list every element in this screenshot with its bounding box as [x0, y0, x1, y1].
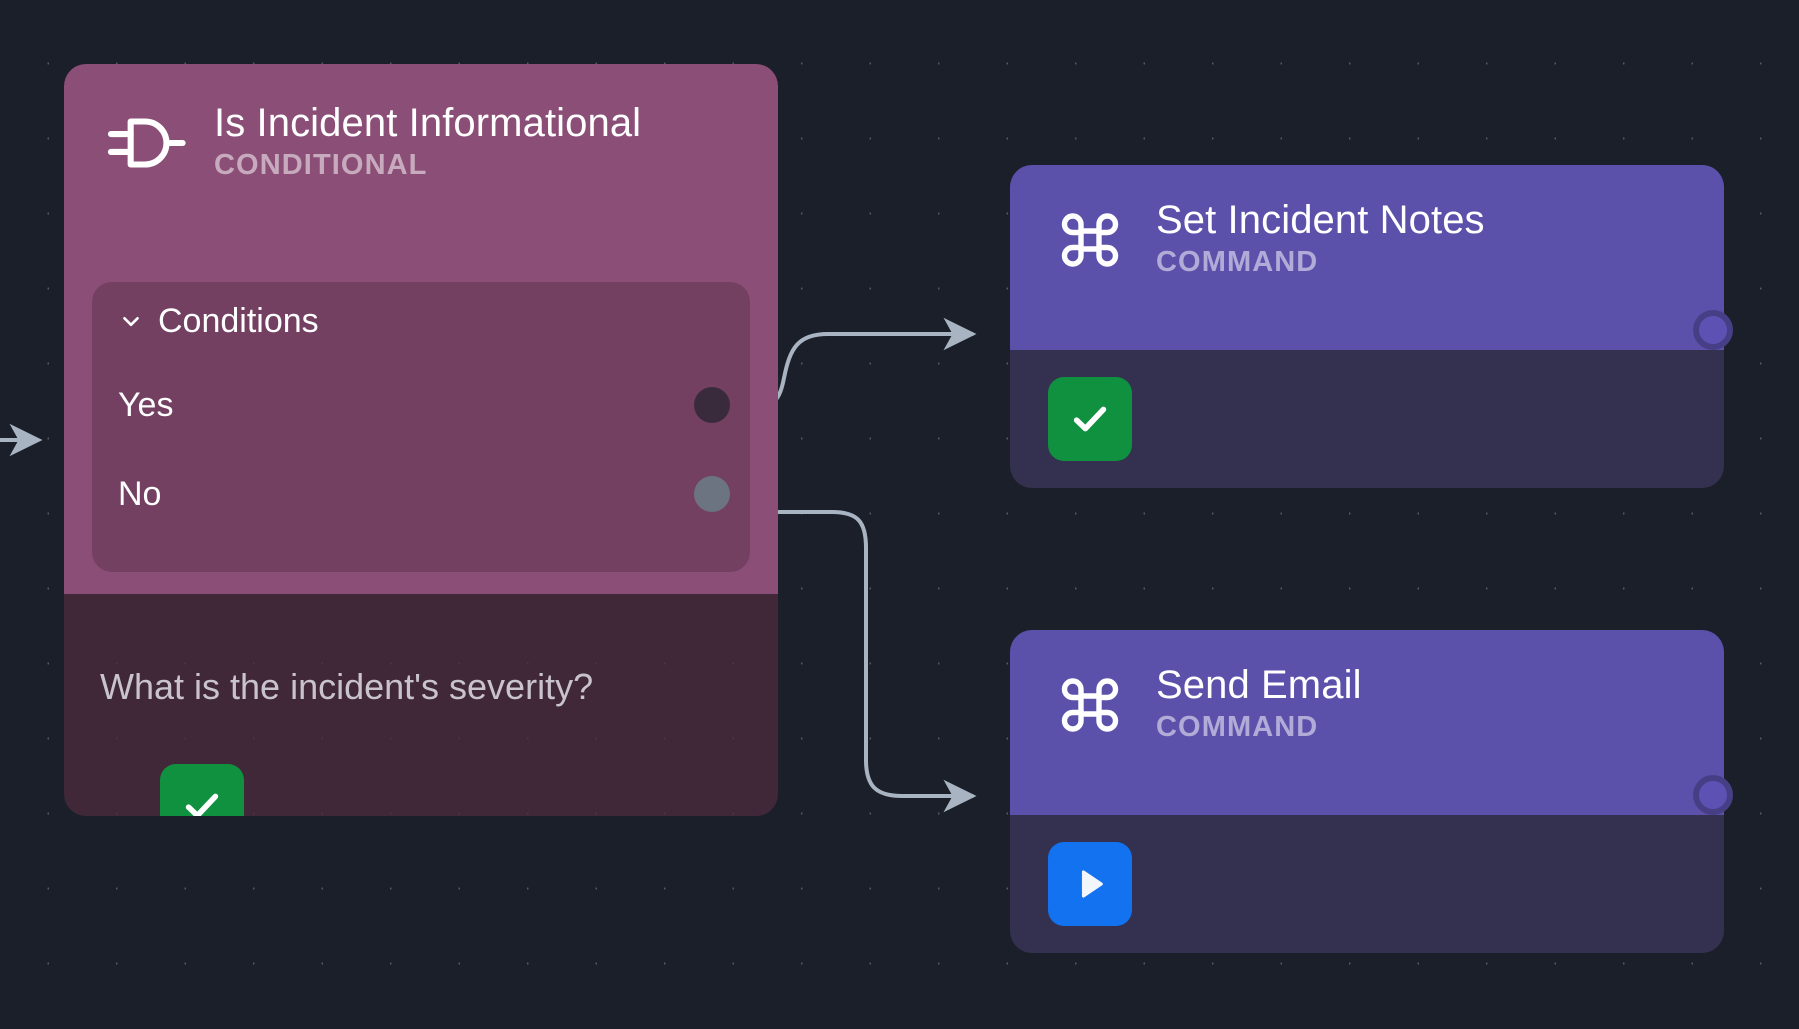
command-title-row: Set Incident Notes COMMAND [1052, 198, 1485, 280]
command-icon [1052, 667, 1128, 743]
condition-label-no: No [118, 475, 162, 513]
command-header [1010, 165, 1724, 350]
node-subtitle: CONDITIONAL [214, 149, 428, 182]
output-port-yes[interactable] [694, 387, 730, 423]
node-subtitle: COMMAND [1156, 246, 1319, 279]
conditional-title-row: Is Incident Informational CONDITIONAL [102, 100, 641, 186]
status-badge-play[interactable] [1048, 842, 1132, 926]
node-send-email[interactable]: Send Email COMMAND [1010, 630, 1724, 953]
command-title-row: Send Email COMMAND [1052, 663, 1362, 745]
command-header [1010, 630, 1724, 815]
command-icon [1052, 202, 1128, 278]
condition-label-yes: Yes [118, 386, 174, 424]
conditional-header [64, 64, 778, 594]
status-badge-check[interactable] [160, 764, 244, 816]
output-port-set-incident-notes[interactable] [1693, 310, 1733, 350]
node-set-incident-notes[interactable]: Set Incident Notes COMMAND [1010, 165, 1724, 488]
node-title: Is Incident Informational [214, 101, 642, 146]
conditions-label: Conditions [158, 302, 319, 340]
conditions-panel-header[interactable]: Conditions [118, 304, 319, 338]
status-badge-check[interactable] [1048, 377, 1132, 461]
output-port-send-email[interactable] [1693, 775, 1733, 815]
chevron-down-icon[interactable] [118, 308, 144, 334]
output-port-no[interactable] [694, 476, 730, 512]
conditional-footer-text: What is the incident's severity? [100, 666, 594, 707]
play-icon [1081, 870, 1103, 898]
node-title: Send Email [1156, 663, 1362, 707]
node-is-incident-informational[interactable]: Is Incident Informational CONDITIONAL Co… [64, 64, 778, 816]
check-icon [1073, 406, 1107, 432]
check-icon [185, 793, 219, 816]
condition-row-yes[interactable]: Yes [118, 381, 730, 429]
logic-gate-icon [102, 100, 188, 186]
node-title: Set Incident Notes [1156, 198, 1485, 242]
condition-row-no[interactable]: No [118, 470, 730, 518]
node-subtitle: COMMAND [1156, 711, 1319, 744]
conditions-panel[interactable]: Conditions Yes No [92, 282, 750, 572]
